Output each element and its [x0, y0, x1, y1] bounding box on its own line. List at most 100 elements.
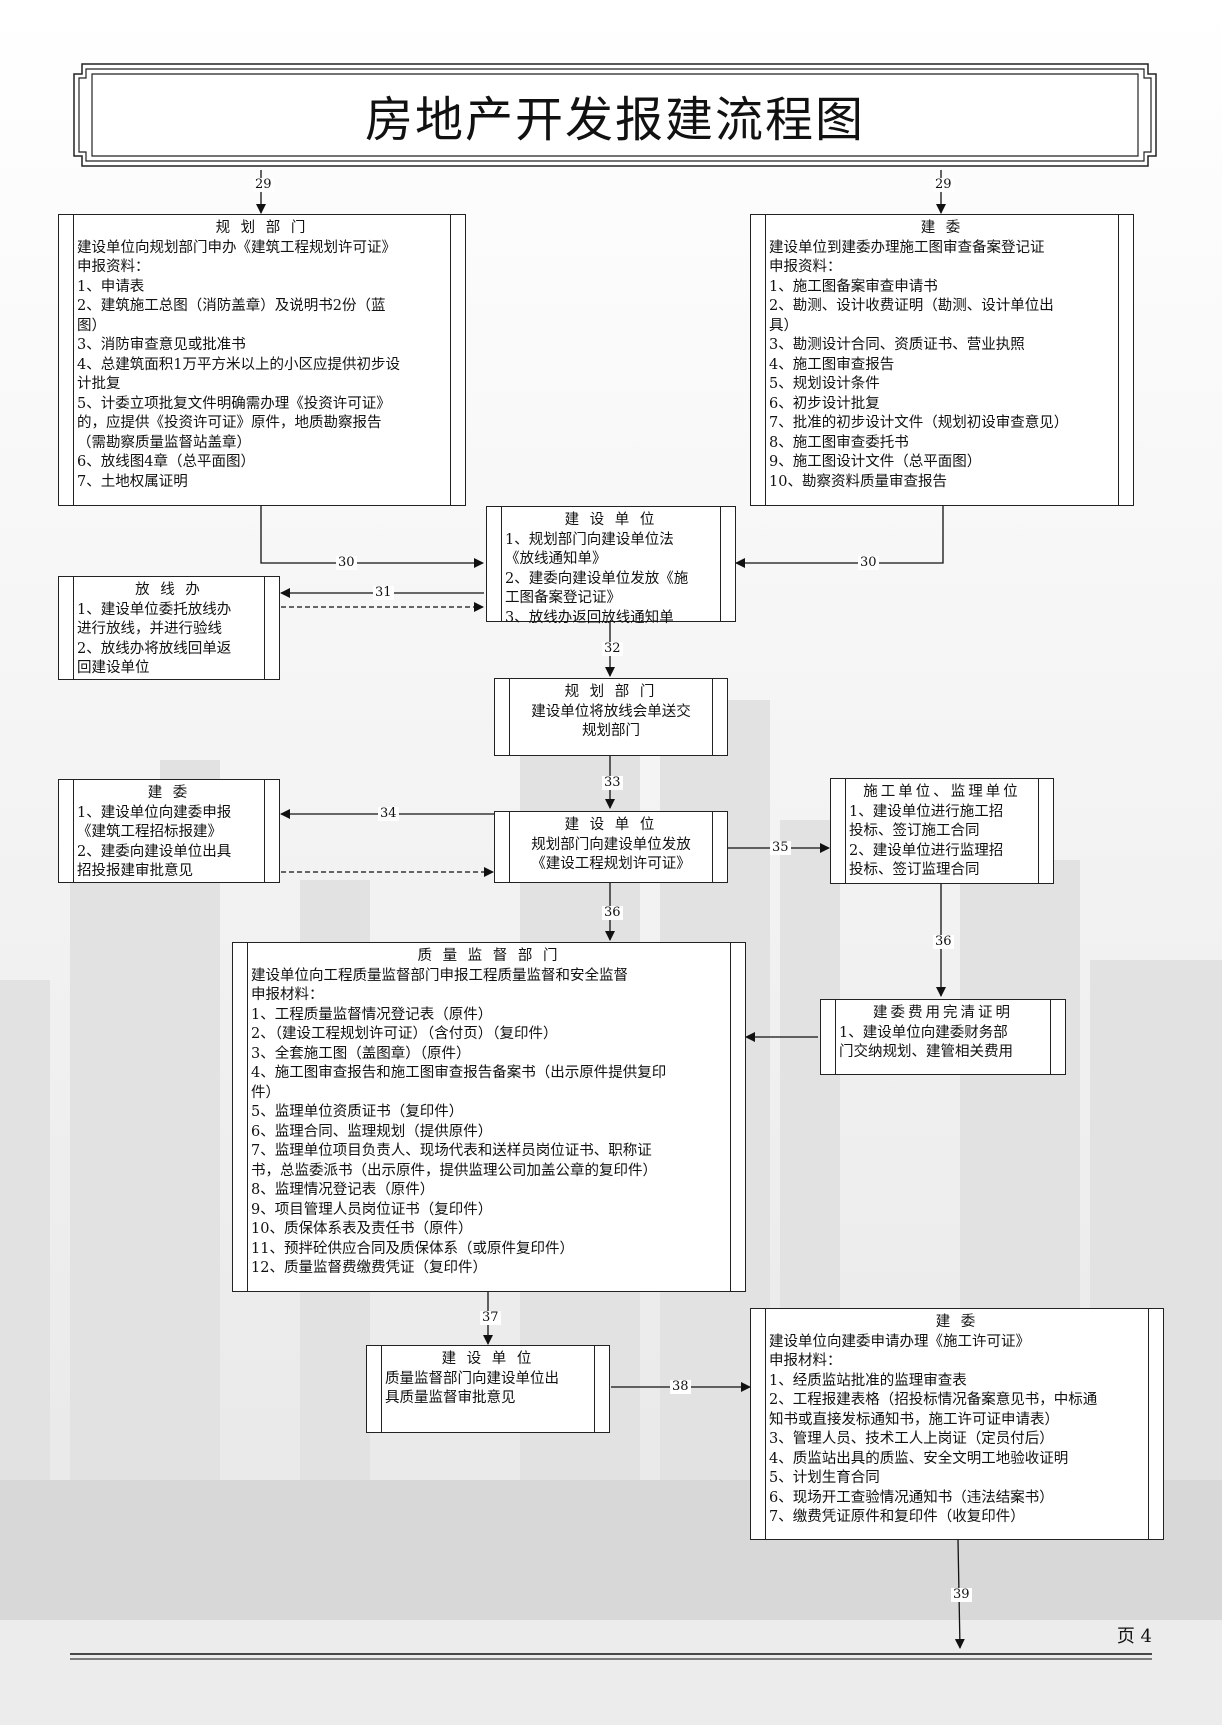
box-text-line: 2、（建设工程规划许可证）（含付页）（复印件）: [251, 1026, 558, 1042]
box-text-line: 申报材料：: [769, 1353, 842, 1369]
box-text-line: 11、预拌砼供应合同及质保体系（或原件复印件）: [251, 1240, 574, 1257]
box-text-line: 图）: [77, 317, 106, 334]
box-text-line: 规划部门: [582, 723, 640, 739]
box-text-line: 2、建委向建设单位出具: [77, 843, 232, 860]
step-label-34: 34: [378, 806, 399, 821]
box-text-line: 5、规划设计条件: [769, 376, 880, 392]
step-label-38: 38: [670, 1379, 691, 1394]
box-text-line: 1、建设单位委托放线办: [77, 601, 232, 618]
box-heading: 建 委: [935, 1314, 979, 1330]
box-text-line: 6、现场开工查验情况通知书（违法结案书）: [769, 1489, 1054, 1506]
box-text-line: 3、勘测设计合同、资质证书、营业执照: [769, 337, 1025, 353]
box-text-line: 书，总监委派书（出示原件，提供监理公司加盖公章的复印件）: [251, 1162, 657, 1179]
builder-unit-box-3: 建 设 单 位质量监督部门向建设单位出具质量监督审批意见: [366, 1345, 610, 1433]
box-text-line: 7、缴费凭证原件和复印件（收复印件）: [769, 1509, 1025, 1525]
construction-commission-box-1: 建 委建设单位到建委办理施工图审查备案登记证申报资料： 1、施工图备案审查申请书 2…: [750, 214, 1134, 506]
box-heading: 建 设 单 位: [564, 817, 658, 833]
box-text-line: 6、放线图4章（总平面图）: [77, 454, 255, 470]
builder-unit-box-2: 建 设 单 位规划部门向建设单位发放《建设工程规划许可证》: [494, 811, 728, 883]
box-text-line: 门交纳规划、建管相关费用: [839, 1044, 1013, 1060]
box-heading: 建 设 单 位: [564, 512, 658, 528]
box-text-line: 6、监理合同、监理规划（提供原件）: [251, 1123, 493, 1140]
box-text-line: 2、工程报建表格（招投标情况备案意见书，中标通: [769, 1392, 1098, 1408]
box-text-line: 9、项目管理人员岗位证书（复印件）: [251, 1201, 493, 1218]
box-text-line: 3、放线办返回放线通知单: [505, 609, 674, 626]
box-text-line: 《建设工程规划许可证》: [531, 856, 691, 872]
box-text-line: 规划部门向建设单位发放: [531, 836, 691, 853]
box-heading: 建 设 单 位: [441, 1351, 535, 1367]
box-text-line: 《建筑工程招标报建》: [77, 824, 222, 840]
box-text-line: 3、全套施工图（盖图章）（原件）: [251, 1045, 471, 1062]
box-text-line: 5、计划生育合同: [769, 1470, 880, 1486]
box-text-line: 工图备案登记证》: [505, 590, 621, 606]
box-text-line: 1、施工图备案审查申请书: [769, 278, 938, 295]
box-text-line: 投标、签订监理合同: [849, 862, 980, 878]
quality-supervision-dept-box: 质 量 监 督 部 门建设单位向工程质量监督部门申报工程质量监督和安全监督申报材…: [232, 942, 746, 1292]
box-text-line: 7、批准的初步设计文件（规划初设审查意见）: [769, 415, 1069, 431]
box-text-line: 10、勘察资料质量审查报告: [769, 473, 947, 490]
box-text-line: 知书或直接发标通知书，施工许可证申请表）: [769, 1411, 1059, 1428]
box-heading: 建 委: [147, 785, 191, 801]
step-label-29b: 29: [933, 177, 954, 192]
box-text-line: 1、建设单位进行施工招: [849, 803, 1004, 820]
box-heading: 建 委: [920, 220, 964, 236]
box-heading: 放 线 办: [135, 582, 203, 598]
box-text-line: 计批复: [77, 376, 121, 392]
box-text-line: 投标、签订施工合同: [849, 823, 980, 839]
step-label-29a: 29: [253, 177, 274, 192]
box-heading: 规 划 部 门: [564, 684, 658, 700]
construction-commission-box-2: 建 委 1、建设单位向建委申报《建筑工程招标报建》 2、建委向建设单位出具招投报建审…: [58, 779, 280, 883]
box-text-line: 1、规划部门向建设单位法: [505, 531, 674, 548]
box-text-line: 《放线通知单》: [505, 551, 607, 567]
box-text-line: 5、计委立项批复文件明确需办理《投资许可证》: [77, 395, 391, 412]
step-label-39: 39: [951, 1587, 972, 1602]
box-text-line: 建设单位向建委申请办理《施工许可证》: [769, 1333, 1030, 1350]
box-text-line: 1、工程质量监督情况登记表（原件）: [251, 1006, 493, 1023]
box-text-line: 进行放线，并进行验线: [77, 621, 222, 637]
box-text-line: 5、监理单位资质证书（复印件）: [251, 1104, 464, 1120]
fee-clearance-box: 建委费用完清证明 1、建设单位向建委财务部门交纳规划、建管相关费用: [820, 999, 1066, 1075]
step-label-30b: 30: [858, 555, 879, 570]
box-text-line: 建设单位向规划部门申办《建筑工程规划许可证》: [77, 239, 396, 256]
box-text-line: 4、施工图审查报告: [769, 356, 895, 373]
box-heading: 质 量 监 督 部 门: [417, 948, 561, 964]
box-text-line: 7、土地权属证明: [77, 473, 188, 490]
box-text-line: 的，应提供《投资许可证》原件，地质勘察报告: [77, 415, 382, 431]
box-text-line: 具质量监督审批意见: [385, 1390, 516, 1406]
box-text-line: 4、质监站出具的质监、安全文明工地验收证明: [769, 1450, 1069, 1467]
construction-commission-box-3: 建 委建设单位向建委申请办理《施工许可证》申报材料： 1、经质监站批准的监理审查表…: [750, 1308, 1164, 1540]
box-text-line: 建设单位将放线会单送交: [531, 703, 691, 720]
page-title: 房地产开发报建流程图: [364, 92, 865, 148]
box-text-line: 2、建筑施工总图（消防盖章）及说明书2份（蓝: [77, 298, 386, 314]
box-text-line: 申报资料：: [769, 259, 842, 275]
box-heading: 建委费用完清证明: [873, 1005, 1013, 1021]
box-text-line: （需勘察质量监督站盖章）: [77, 434, 251, 451]
box-text-line: 2、勘测、设计收费证明（勘测、设计单位出: [769, 298, 1054, 314]
box-text-line: 建设单位到建委办理施工图审查备案登记证: [769, 239, 1045, 256]
box-text-line: 1、建设单位向建委申报: [77, 804, 232, 821]
step-label-35: 35: [770, 840, 791, 855]
box-text-line: 4、施工图审查报告和施工图审查报告备案书（出示原件提供复印: [251, 1065, 667, 1081]
title-frame: 房地产开发报建流程图: [70, 60, 1160, 170]
box-text-line: 1、建设单位向建委财务部: [839, 1024, 1008, 1041]
box-text-line: 质量监督部门向建设单位出: [385, 1370, 559, 1387]
box-text-line: 3、消防审查意见或批准书: [77, 337, 246, 353]
box-text-line: 建设单位向工程质量监督部门申报工程质量监督和安全监督: [251, 967, 628, 984]
box-text-line: 4、总建筑面积1万平方米以上的小区应提供初步设: [77, 356, 400, 373]
box-text-line: 1、经质监站批准的监理审查表: [769, 1372, 967, 1389]
arrow-30-right: [735, 506, 944, 568]
box-text-line: 申报材料：: [251, 987, 324, 1003]
box-text-line: 招投报建审批意见: [77, 863, 193, 879]
page-number: 页 4: [1116, 1626, 1152, 1647]
box-text-line: 件）: [251, 1084, 280, 1101]
arrow-30-left: [260, 506, 484, 568]
step-label-31: 31: [373, 585, 394, 600]
box-text-line: 回建设单位: [77, 660, 150, 676]
box-text-line: 8、监理情况登记表（原件）: [251, 1182, 435, 1198]
box-text-line: 8、施工图审查委托书: [769, 434, 909, 451]
box-text-line: 具）: [769, 317, 798, 334]
box-text-line: 申报资料：: [77, 259, 150, 275]
box-text-line: 7、监理单位项目负责人、现场代表和送样员岗位证书、职称证: [251, 1143, 652, 1159]
